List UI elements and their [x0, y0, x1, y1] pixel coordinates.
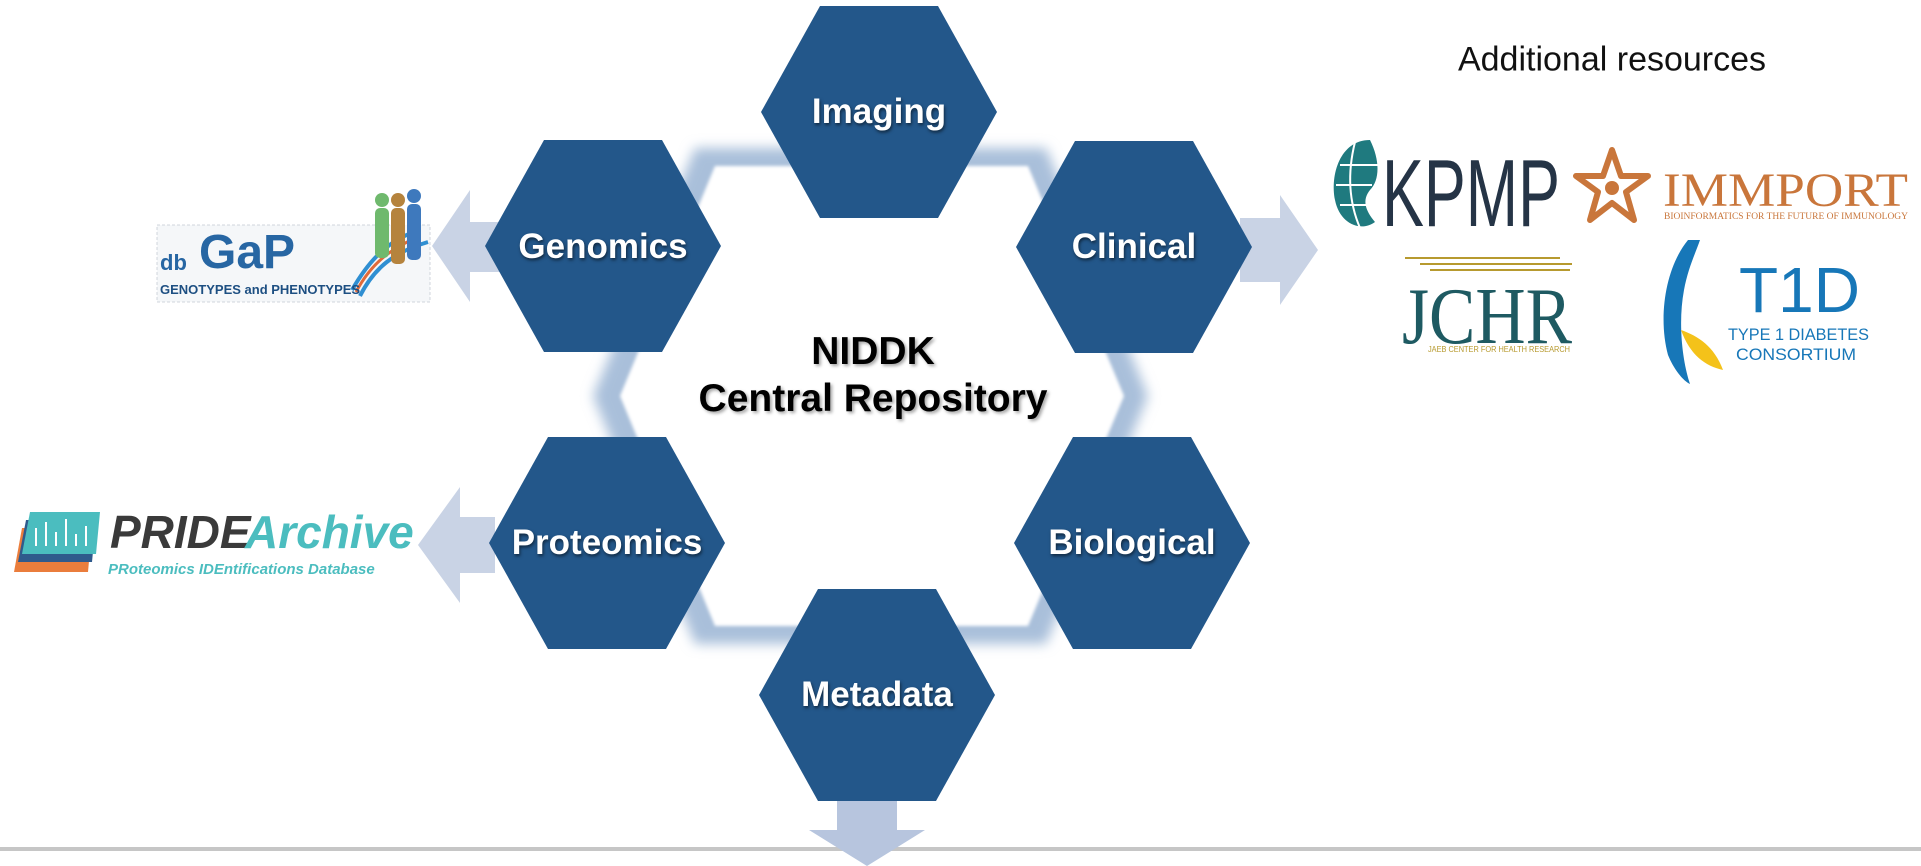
dbgap-logo: db GaP GENOTYPES and PHENOTYPES	[156, 189, 431, 303]
kidney-globe-grid-icon	[1336, 141, 1378, 229]
center-title-line2: Central Repository	[698, 377, 1048, 420]
hex-label-proteomics: Proteomics	[511, 523, 703, 562]
arrow-right-clinical	[1240, 195, 1318, 305]
hexagon-metadata	[759, 589, 995, 801]
immport-logo: IMMPORT BIOINFORMATICS FOR THE FUTURE OF…	[1573, 147, 1909, 223]
arrow-down	[809, 800, 925, 866]
bottom-divider	[0, 847, 1921, 851]
arrow-left-proteomics	[418, 487, 495, 603]
jchr-tagline: JAEB CENTER FOR HEALTH RESEARCH	[1428, 345, 1570, 354]
pride-tagline: PRoteomics IDEntifications Database	[108, 561, 375, 578]
t1d-wordmark: T1D	[1739, 254, 1860, 326]
hex-label-biological: Biological	[1048, 523, 1216, 562]
t1d-line1: TYPE 1 DIABETES	[1728, 325, 1869, 344]
kpmp-logo: KPMP	[1333, 140, 1560, 247]
hex-label-clinical: Clinical	[1071, 227, 1197, 266]
jchr-logo: JCHR JAEB CENTER FOR HEALTH RESEARCH	[1402, 257, 1573, 361]
hex-label-genomics: Genomics	[518, 227, 688, 266]
dbgap-prefix: db	[160, 250, 187, 275]
jchr-wordmark: JCHR	[1402, 273, 1573, 361]
pride-archive-word: Archive	[244, 506, 414, 558]
chart-spectrum-icon	[35, 519, 87, 546]
pride-teal-layer	[22, 512, 100, 554]
immport-star-icon	[1573, 147, 1651, 223]
people-silhouettes-icon	[375, 189, 421, 264]
pride-archive-logo: PRIDE Archive PRoteomics IDEntifications…	[14, 506, 414, 578]
center-title-line1: NIDDK	[811, 330, 935, 373]
hexagon-imaging	[761, 6, 997, 218]
immport-tagline: BIOINFORMATICS FOR THE FUTURE OF IMMUNOL…	[1664, 211, 1909, 221]
center-title: NIDDK Central Repository	[699, 328, 1048, 422]
central-ring-inner	[620, 166, 1124, 626]
dbgap-tagline: GENOTYPES and PHENOTYPES	[160, 282, 360, 297]
hex-label-metadata: Metadata	[801, 675, 953, 714]
arrow-left-genomics	[432, 190, 500, 302]
hex-label-imaging: Imaging	[811, 92, 947, 131]
t1d-yellow-swoosh	[1681, 330, 1723, 370]
t1d-consortium-logo: T1D TYPE 1 DIABETES CONSORTIUM	[1663, 240, 1869, 384]
pride-name: PRIDE	[110, 506, 252, 558]
hexagon-clinical	[1016, 141, 1252, 353]
additional-resources-heading: Additional resources	[1457, 40, 1767, 79]
t1d-line2: CONSORTIUM	[1736, 345, 1856, 364]
kpmp-wordmark: KPMP	[1382, 140, 1560, 247]
hexagon-genomics	[485, 140, 721, 352]
immport-wordmark: IMMPORT	[1663, 164, 1908, 217]
t1d-blue-swoosh	[1663, 240, 1700, 384]
hexagon-biological	[1014, 437, 1250, 649]
dbgap-name: GaP	[199, 226, 295, 279]
hexagon-proteomics	[489, 437, 725, 649]
